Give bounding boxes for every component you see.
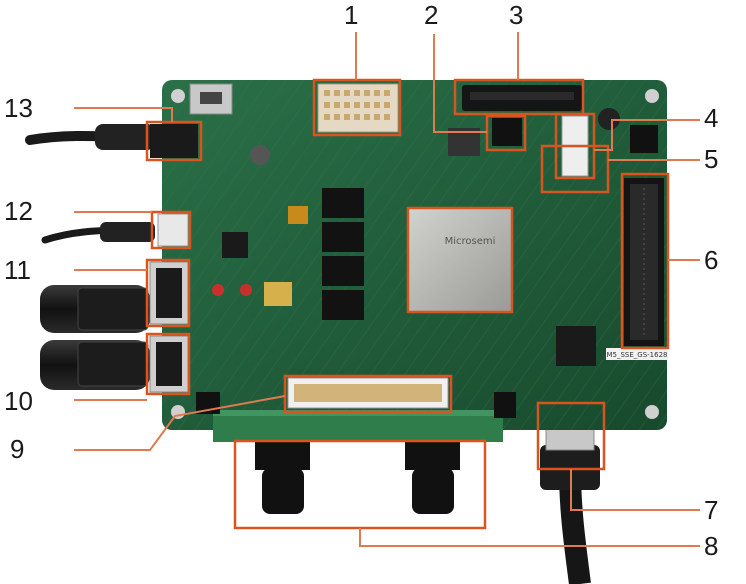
chip-logo: Microsemi: [445, 236, 496, 247]
top-components: [189, 83, 658, 177]
callout-5: 5: [704, 144, 719, 174]
highlight-box-fpga: [406, 206, 514, 314]
highlight-box-9: [283, 374, 453, 414]
callout-9: 9: [10, 434, 25, 464]
highlight-box-12: [150, 210, 192, 250]
left-components: [149, 124, 596, 418]
callout-12: 12: [4, 196, 33, 226]
camera-board: [213, 410, 503, 514]
highlight-box-11: [145, 258, 191, 328]
board-label: M5_SSE_GS-1628: [606, 351, 667, 359]
callout-6: 6: [704, 245, 719, 275]
callout-13: 13: [4, 93, 33, 123]
callout-3: 3: [509, 0, 524, 30]
callout-1: 1: [344, 0, 359, 30]
callout-10: 10: [4, 386, 33, 416]
right-connector: M5_SSE_GS-1628: [606, 178, 668, 360]
cables-left: [25, 124, 155, 390]
leader-lines: [74, 32, 700, 547]
callout-4: 4: [704, 103, 719, 133]
highlight-box-10: [145, 332, 191, 396]
highlight-box-13: [145, 120, 203, 162]
callout-2: 2: [424, 0, 439, 30]
memory-chips: [322, 188, 364, 320]
fpga-chip: Microsemi: [407, 207, 513, 313]
highlight-box-5: [540, 144, 610, 194]
callout-7: 7: [704, 495, 719, 525]
callout-11: 11: [4, 255, 31, 285]
callout-8: 8: [704, 531, 719, 561]
